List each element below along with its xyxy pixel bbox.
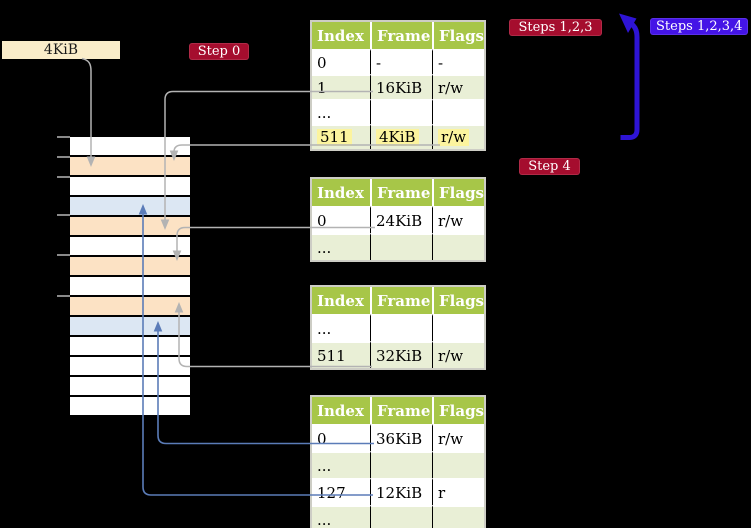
steps-123-text: Steps 1,2,3 <box>518 20 593 35</box>
table-cell: 0 <box>312 206 370 233</box>
table-cell: 16KiB <box>370 74 432 99</box>
memory-tick <box>57 176 70 178</box>
step-0-badge: Step 0 <box>189 43 249 60</box>
column-header-index: Index <box>312 287 370 314</box>
table-cell: r/w <box>432 74 484 99</box>
column-header-index: Index <box>312 179 370 206</box>
table-cell: 511 <box>312 124 370 149</box>
table-cell: - <box>432 49 484 74</box>
column-header-frame: Frame <box>370 179 432 206</box>
page-table-2: Index Frame Flags 0 24KiB r/w ... <box>310 177 486 262</box>
table-cell: 127 <box>312 478 370 505</box>
arrowhead-up-left-icon <box>619 13 637 33</box>
table-cell: 36KiB <box>370 424 432 451</box>
memory-tick <box>57 214 70 216</box>
table-cell: 24KiB <box>370 206 432 233</box>
steps-123-badge: Steps 1,2,3 <box>509 19 602 36</box>
table-cell: 0 <box>312 49 370 74</box>
table-cell <box>432 505 484 528</box>
memory-frame-row <box>70 235 190 255</box>
step-4-badge: Step 4 <box>519 158 580 175</box>
table-cell <box>370 233 432 260</box>
memory-tick <box>57 156 70 158</box>
column-header-frame: Frame <box>370 397 432 424</box>
table-cell: r/w <box>432 341 484 368</box>
memory-frame-row <box>70 137 190 155</box>
table-cell: r/w <box>432 206 484 233</box>
table-cell: ... <box>312 451 370 478</box>
column-header-flags: Flags <box>432 22 484 49</box>
column-header-flags: Flags <box>432 397 484 424</box>
table-cell: ... <box>312 314 370 341</box>
memory-frame-row <box>70 175 190 195</box>
memory-frame-row <box>70 195 190 215</box>
table-cell: r <box>432 478 484 505</box>
table-cell <box>370 505 432 528</box>
page-table-1: Index Frame Flags 0 - - 1 16KiB r/w ... … <box>310 20 486 151</box>
table-cell: ... <box>312 505 370 528</box>
table-cell: 511 <box>312 341 370 368</box>
arrow-loop-repeat <box>620 21 640 140</box>
column-header-index: Index <box>312 22 370 49</box>
table-cell <box>370 451 432 478</box>
column-header-flags: Flags <box>432 287 484 314</box>
memory-frame-row <box>70 395 190 415</box>
step-4-text: Step 4 <box>528 159 571 174</box>
column-header-frame: Frame <box>370 287 432 314</box>
table-cell <box>432 451 484 478</box>
step-0-text: Step 0 <box>197 44 241 59</box>
table-cell: ... <box>312 99 370 124</box>
table-cell: 12KiB <box>370 478 432 505</box>
table-cell: 32KiB <box>370 341 432 368</box>
memory-frame-row <box>70 335 190 355</box>
table-cell: - <box>370 49 432 74</box>
column-header-index: Index <box>312 397 370 424</box>
table-cell: r/w <box>432 124 484 149</box>
memory-frame-row <box>70 215 190 235</box>
steps-1234-badge: Steps 1,2,3,4 <box>650 18 749 35</box>
physical-memory-column <box>70 137 190 415</box>
table-cell: ... <box>312 233 370 260</box>
highlighted-value: 4KiB <box>376 128 419 147</box>
table-cell <box>370 314 432 341</box>
memory-frame-row <box>70 275 190 295</box>
memory-tick <box>57 295 70 297</box>
table-cell <box>432 314 484 341</box>
memory-frame-row <box>70 315 190 335</box>
table-cell <box>370 99 432 124</box>
memory-frame-row <box>70 375 190 395</box>
page-table-3: Index Frame Flags ... 511 32KiB r/w <box>310 285 486 370</box>
table-cell: 1 <box>312 74 370 99</box>
column-header-frame: Frame <box>370 22 432 49</box>
page-size-label: 4KiB <box>2 41 120 59</box>
page-size-text: 4KiB <box>43 42 79 58</box>
memory-frame-row <box>70 155 190 175</box>
table-cell <box>432 99 484 124</box>
memory-tick <box>57 254 70 256</box>
column-header-flags: Flags <box>432 179 484 206</box>
table-cell: r/w <box>432 424 484 451</box>
highlighted-value: 511 <box>317 128 352 147</box>
memory-tick <box>57 136 70 138</box>
memory-frame-row <box>70 255 190 275</box>
highlighted-value: r/w <box>438 128 470 147</box>
memory-frame-row <box>70 355 190 375</box>
table-cell: 0 <box>312 424 370 451</box>
table-cell: 4KiB <box>370 124 432 149</box>
table-cell <box>432 233 484 260</box>
page-table-4: Index Frame Flags 0 36KiB r/w ... 127 12… <box>310 395 486 528</box>
memory-frame-row <box>70 295 190 315</box>
steps-1234-text: Steps 1,2,3,4 <box>656 19 743 34</box>
